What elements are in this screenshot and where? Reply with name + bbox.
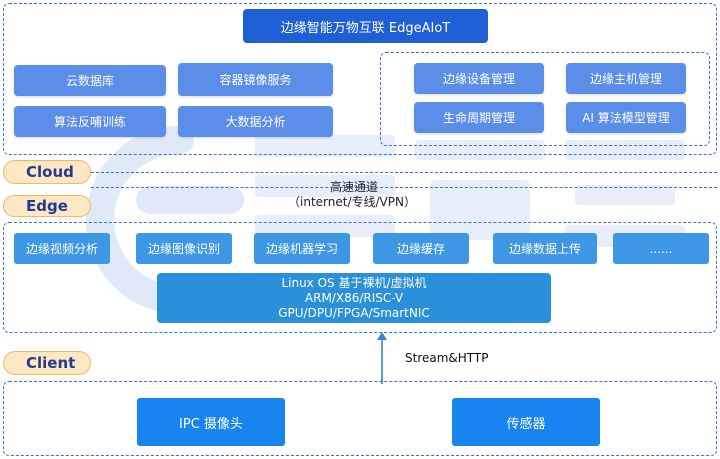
big-data-analysis-button[interactable]: 大数据分析 [178, 106, 333, 137]
upload-arrow-icon [377, 332, 387, 384]
edge-video-analysis-button[interactable]: 边缘视频分析 [14, 233, 110, 264]
ai-model-management-button[interactable]: AI 算法模型管理 [566, 102, 686, 133]
platform-accelerators: GPU/DPU/FPGA/SmartNIC [278, 306, 430, 320]
container-image-service-button[interactable]: 容器镜像服务 [178, 63, 333, 96]
client-layer-label: Client [3, 351, 91, 375]
management-frame [380, 52, 710, 146]
edge-divider [91, 187, 717, 188]
edge-device-management-button[interactable]: 边缘设备管理 [414, 63, 544, 94]
cloud-divider [91, 172, 717, 173]
ipc-camera-button[interactable]: IPC 摄像头 [137, 398, 285, 446]
edge-data-upload-button[interactable]: 边缘数据上传 [493, 233, 597, 264]
platform-architecture: ARM/X86/RISC-V [304, 291, 404, 305]
algorithm-feedback-training-button[interactable]: 算法反哺训练 [14, 106, 166, 137]
edge-image-recognition-button[interactable]: 边缘图像识别 [136, 233, 232, 264]
edge-machine-learning-button[interactable]: 边缘机器学习 [254, 233, 350, 264]
cloud-frame [3, 3, 717, 155]
platform-box: Linux OS 基于裸机/虚拟机 ARM/X86/RISC-V GPU/DPU… [157, 273, 551, 323]
title-banner: 边缘智能万物互联 EdgeAIoT [243, 9, 488, 43]
edge-layer-label: Edge [3, 195, 91, 217]
edge-cache-button[interactable]: 边缘缓存 [373, 233, 469, 264]
cloud-database-button[interactable]: 云数据库 [14, 65, 166, 96]
platform-os: Linux OS 基于裸机/虚拟机 [281, 276, 427, 290]
edge-host-management-button[interactable]: 边缘主机管理 [566, 63, 686, 94]
cloud-layer-label: Cloud [3, 160, 91, 184]
channel-subtitle: （internet/专线/VPN） [288, 195, 416, 209]
protocol-label: Stream&HTTP [405, 351, 489, 365]
client-frame [3, 381, 717, 456]
edge-frame [3, 222, 717, 333]
lifecycle-management-button[interactable]: 生命周期管理 [414, 102, 544, 133]
more-functions-button[interactable]: ...... [613, 233, 709, 264]
sensor-button[interactable]: 传感器 [452, 398, 600, 446]
